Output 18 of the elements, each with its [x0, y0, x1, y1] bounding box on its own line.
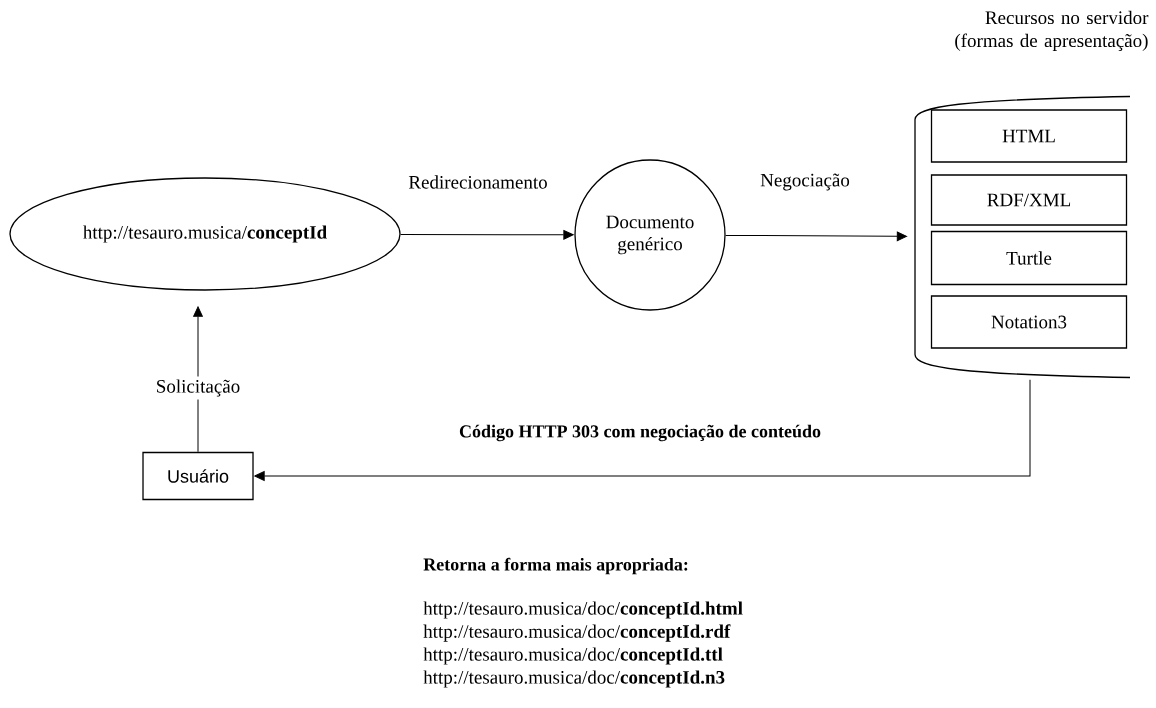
arrow — [254, 379, 1031, 481]
format-box: Turtle — [930, 230, 1128, 286]
format-box: RDF/XML — [930, 174, 1128, 226]
url-text: http://tesauro.musica/doc/conceptId.html — [423, 601, 743, 619]
format-box: HTML — [930, 109, 1128, 163]
url-text: http://tesauro.musica/doc/conceptId.rdf — [423, 624, 731, 642]
edge-label: Código HTTP 303 com negociação de conteúdo — [459, 424, 821, 442]
heading-text: Retorna a forma mais apropriada: — [423, 557, 688, 575]
edge-label: Solicitação — [152, 376, 244, 400]
arrow — [400, 229, 574, 240]
format-box: Notation3 — [930, 295, 1128, 349]
edge-label: Redirecionamento — [408, 175, 547, 189]
edge-label: Negociação — [760, 173, 850, 191]
user-box: Usuário — [142, 451, 254, 501]
arrow — [725, 231, 908, 242]
url-text: http://tesauro.musica/doc/conceptId.n3 — [423, 670, 725, 688]
arrow — [193, 306, 203, 453]
url-text: http://tesauro.musica/doc/conceptId.ttl — [423, 647, 723, 665]
